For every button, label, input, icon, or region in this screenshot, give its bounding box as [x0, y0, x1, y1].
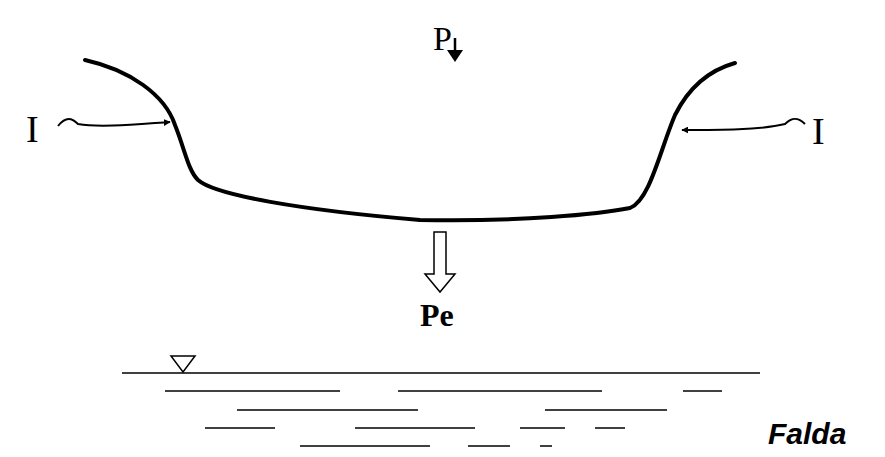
- water-table-symbol: [171, 356, 195, 372]
- percolation-arrow: [425, 232, 455, 292]
- water-table-line: [122, 372, 760, 374]
- inflow-label: I: [26, 110, 39, 148]
- inflow-label: I: [812, 112, 825, 150]
- precipitation-label: P: [433, 22, 452, 56]
- aquifer-label: Falda: [768, 419, 846, 449]
- valley-profile: [85, 60, 735, 220]
- inflow-arrow: [58, 119, 170, 126]
- inflow-arrow: [682, 119, 805, 130]
- percolation-label: Pe: [420, 299, 454, 331]
- groundwater-dashes: [165, 391, 722, 446]
